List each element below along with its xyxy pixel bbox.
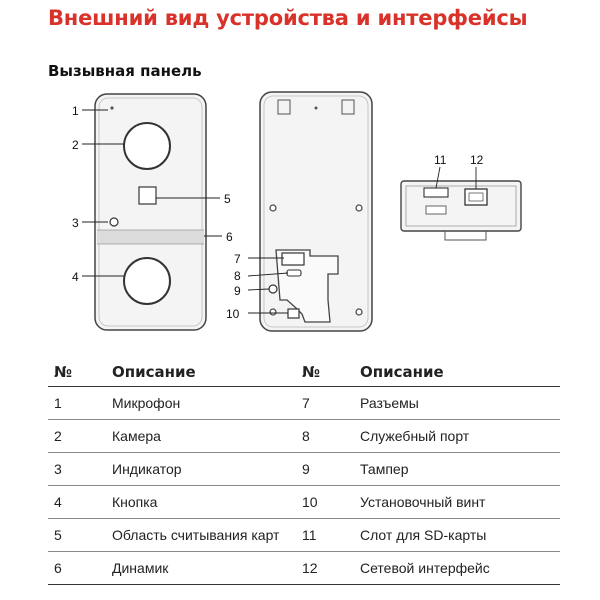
section-subtitle: Вызывная панель xyxy=(48,62,202,80)
row-desc: Кнопка xyxy=(106,485,296,519)
connector-bracket xyxy=(275,249,339,323)
table-row: 5 Область считывания карт 11 Слот для SD… xyxy=(48,518,560,552)
indicator-led xyxy=(109,217,119,227)
front-panel-body xyxy=(94,93,207,331)
row-desc: Сетевой интерфейс xyxy=(354,551,560,585)
bottom-panel-body xyxy=(400,180,522,232)
mount-hole-icon xyxy=(355,308,363,316)
sd-card-slot xyxy=(423,187,449,198)
card-reader-icon xyxy=(138,186,157,205)
speaker-grille xyxy=(97,230,204,244)
row-desc: Область считывания карт xyxy=(106,518,296,552)
row-num: 3 xyxy=(48,452,106,486)
table-row: 6 Динамик 12 Сетевой интерфейс xyxy=(48,551,560,585)
callout-4: 4 xyxy=(72,270,79,284)
table-header-row: № Описание № Описание xyxy=(48,356,560,387)
row-desc: Камера xyxy=(106,419,296,453)
row-num: 4 xyxy=(48,485,106,519)
front-panel-bezel xyxy=(98,97,203,327)
callout-8: 8 xyxy=(234,269,241,283)
table-row: 3 Индикатор 9 Тампер xyxy=(48,452,560,486)
install-screw xyxy=(287,308,300,319)
callout-6: 6 xyxy=(226,230,233,244)
row-desc: Микрофон xyxy=(106,386,296,420)
row-num: 12 xyxy=(296,551,354,585)
network-port xyxy=(464,188,488,206)
row-num: 7 xyxy=(296,386,354,420)
callout-2: 2 xyxy=(72,138,79,152)
callout-5: 5 xyxy=(224,192,231,206)
header-desc2: Описание xyxy=(354,356,560,387)
row-desc: Тампер xyxy=(354,452,560,486)
row-desc: Динамик xyxy=(106,551,296,585)
table-row: 4 Кнопка 10 Установочный винт xyxy=(48,485,560,519)
row-desc: Установочный винт xyxy=(354,485,560,519)
callout-1: 1 xyxy=(72,104,79,118)
mount-hole-icon xyxy=(269,308,277,316)
front-view xyxy=(94,93,207,331)
mount-hole-icon xyxy=(355,204,363,212)
row-num: 6 xyxy=(48,551,106,585)
header-num2: № xyxy=(296,356,354,387)
table-row: 1 Микрофон 7 Разъемы xyxy=(48,386,560,420)
device-figure: 1 2 3 4 5 6 7 8 9 10 11 12 xyxy=(72,91,522,332)
row-num: 1 xyxy=(48,386,106,420)
header-desc: Описание xyxy=(106,356,296,387)
page-title: Внешний вид устройства и интерфейсы xyxy=(48,6,528,30)
row-num: 5 xyxy=(48,518,106,552)
row-desc: Служебный порт xyxy=(354,419,560,453)
row-num: 8 xyxy=(296,419,354,453)
bottom-view xyxy=(400,180,522,241)
description-table: № Описание № Описание 1 Микрофон 7 Разъе… xyxy=(48,356,560,585)
tamper-switch xyxy=(268,284,278,294)
microphone-hole xyxy=(110,106,114,110)
callout-11: 11 xyxy=(434,153,447,167)
call-button xyxy=(123,257,171,305)
mount-hole-icon xyxy=(269,204,277,212)
back-view xyxy=(259,91,373,332)
row-num: 2 xyxy=(48,419,106,453)
row-num: 10 xyxy=(296,485,354,519)
camera-lens xyxy=(123,122,171,170)
row-desc: Разъемы xyxy=(354,386,560,420)
service-port xyxy=(286,269,302,277)
connectors xyxy=(281,252,305,266)
row-desc: Слот для SD-карты xyxy=(354,518,560,552)
header-num: № xyxy=(48,356,106,387)
callout-12: 12 xyxy=(470,153,484,167)
row-num: 11 xyxy=(296,518,354,552)
row-desc: Индикатор xyxy=(106,452,296,486)
row-num: 9 xyxy=(296,452,354,486)
callout-9: 9 xyxy=(234,284,241,298)
table-row: 2 Камера 8 Служебный порт xyxy=(48,419,560,453)
callout-7: 7 xyxy=(234,252,241,266)
callout-10: 10 xyxy=(226,307,240,321)
callout-3: 3 xyxy=(72,216,79,230)
